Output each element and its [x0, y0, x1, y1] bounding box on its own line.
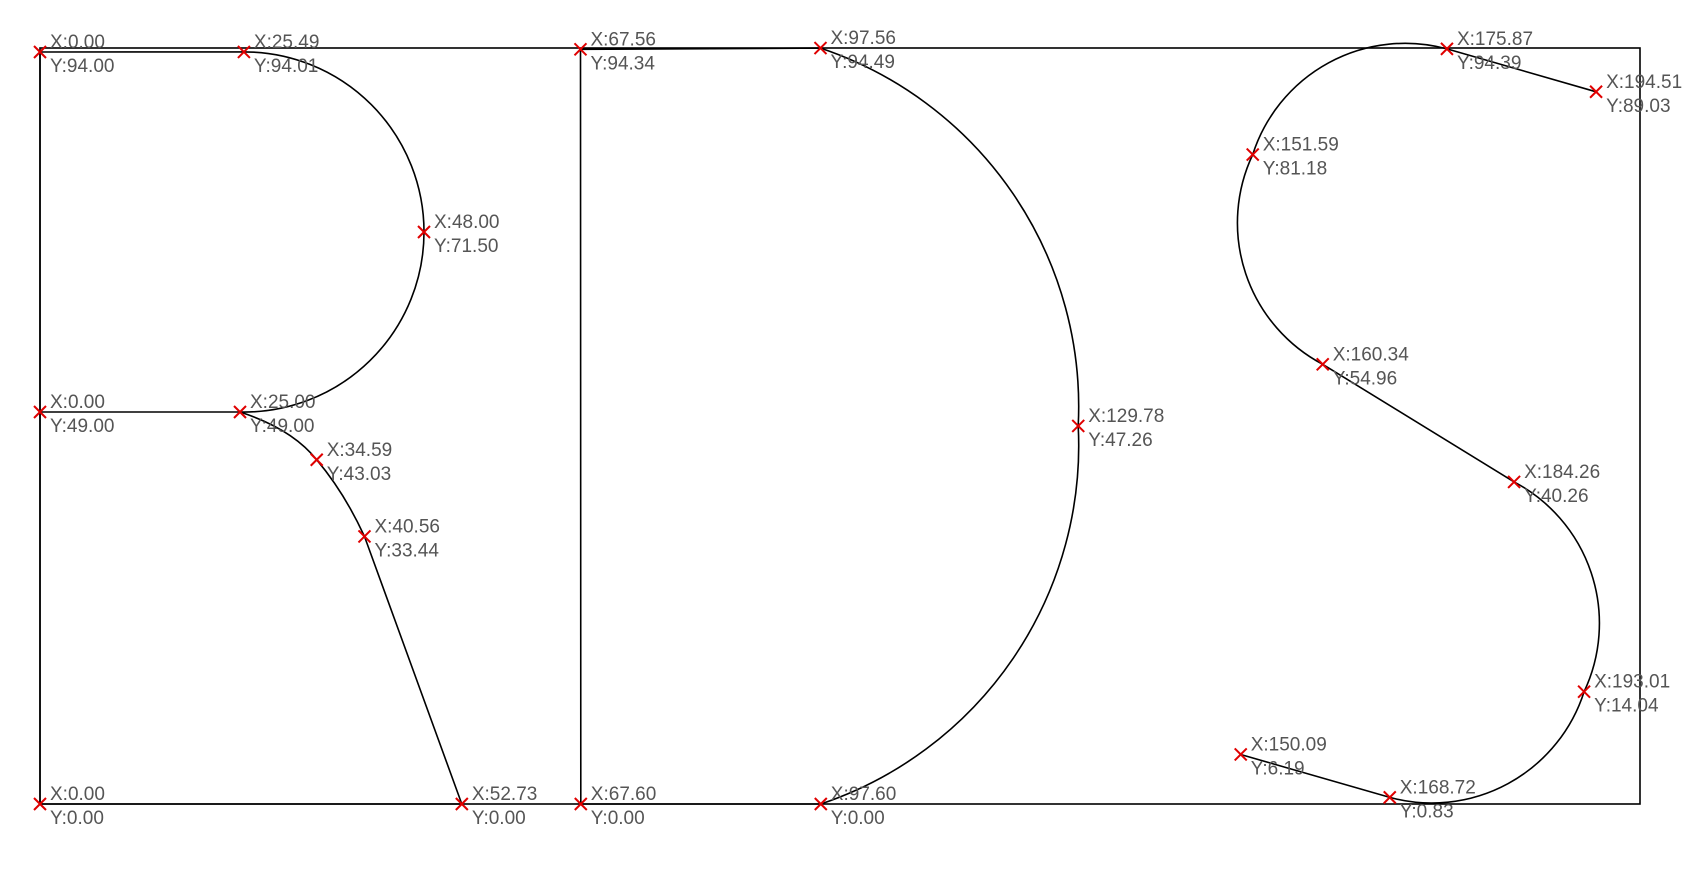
point-marker [1246, 147, 1260, 162]
point-x-label: X:67.56 [590, 29, 656, 50]
point-marker [455, 797, 469, 811]
point-marker [1234, 747, 1248, 762]
point-x-label: X:40.56 [374, 516, 440, 537]
point-x-label: X:0.00 [50, 32, 105, 53]
label-layer: X:0.00Y:94.00X:25.49Y:94.01X:48.00Y:71.5… [50, 28, 1682, 829]
point-y-label: Y:0.00 [50, 808, 104, 829]
point-y-label: Y:94.34 [590, 53, 655, 74]
point-y-label: Y:0.83 [1400, 801, 1454, 822]
point-marker [33, 405, 47, 419]
point-x-label: X:129.78 [1088, 406, 1164, 427]
point-x-label: X:194.51 [1606, 72, 1682, 93]
point-marker [1316, 357, 1330, 372]
point-marker [310, 453, 324, 467]
point-x-label: X:0.00 [50, 784, 105, 805]
point-marker [417, 225, 431, 239]
point-x-label: X:0.00 [50, 392, 105, 413]
point-marker [1589, 85, 1603, 99]
point-x-label: X:97.60 [831, 784, 897, 805]
point-marker [573, 42, 588, 56]
point-y-label: Y:94.01 [254, 56, 318, 77]
point-y-label: Y:0.00 [472, 808, 526, 829]
point-marker [357, 529, 372, 544]
point-marker [237, 45, 251, 59]
point-marker [1383, 790, 1397, 805]
point-y-label: Y:6.19 [1251, 758, 1305, 779]
point-marker [814, 797, 828, 811]
point-marker [1507, 475, 1521, 489]
point-y-label: Y:81.18 [1263, 159, 1327, 180]
letter-s-outline [1236, 42, 1601, 804]
marker-layer [33, 41, 1603, 811]
point-y-label: Y:94.00 [50, 56, 114, 77]
point-marker [1071, 419, 1085, 433]
point-y-label: Y:89.03 [1606, 96, 1670, 117]
point-y-label: Y:43.03 [327, 464, 391, 485]
point-marker [1577, 684, 1591, 699]
point-x-label: X:25.49 [254, 32, 319, 53]
point-y-label: Y:14.04 [1594, 696, 1659, 717]
point-y-label: Y:71.50 [434, 236, 498, 257]
point-y-label: Y:94.49 [830, 52, 894, 73]
point-y-label: Y:49.00 [250, 416, 314, 437]
point-x-label: X:151.59 [1263, 135, 1339, 156]
point-x-label: X:48.00 [434, 212, 500, 233]
point-y-label: Y:0.00 [591, 808, 645, 829]
point-x-label: X:67.60 [591, 784, 657, 805]
point-y-label: Y:94.39 [1457, 53, 1521, 74]
point-y-label: Y:0.00 [831, 808, 885, 829]
point-x-label: X:25.00 [250, 392, 316, 413]
letter-d-outline [579, 47, 1080, 805]
point-x-label: X:193.01 [1594, 672, 1670, 693]
point-x-label: X:160.34 [1333, 344, 1409, 365]
point-x-label: X:34.59 [327, 440, 393, 461]
point-y-label: Y:49.00 [50, 416, 114, 437]
point-marker [813, 41, 828, 55]
point-y-label: Y:33.44 [374, 540, 439, 561]
point-marker [574, 797, 588, 811]
point-marker [1440, 42, 1454, 56]
point-x-label: X:168.72 [1400, 777, 1476, 798]
point-y-label: Y:54.96 [1333, 368, 1397, 389]
point-x-label: X:175.87 [1457, 29, 1533, 50]
point-x-label: X:52.73 [472, 784, 537, 805]
point-x-label: X:150.09 [1251, 734, 1327, 755]
point-marker [33, 45, 47, 59]
point-x-label: X:184.26 [1524, 462, 1600, 483]
point-y-label: Y:47.26 [1088, 430, 1152, 451]
point-y-label: Y:40.26 [1524, 486, 1588, 507]
point-marker [233, 405, 247, 419]
point-marker [33, 797, 47, 811]
point-x-label: X:97.56 [830, 28, 896, 49]
